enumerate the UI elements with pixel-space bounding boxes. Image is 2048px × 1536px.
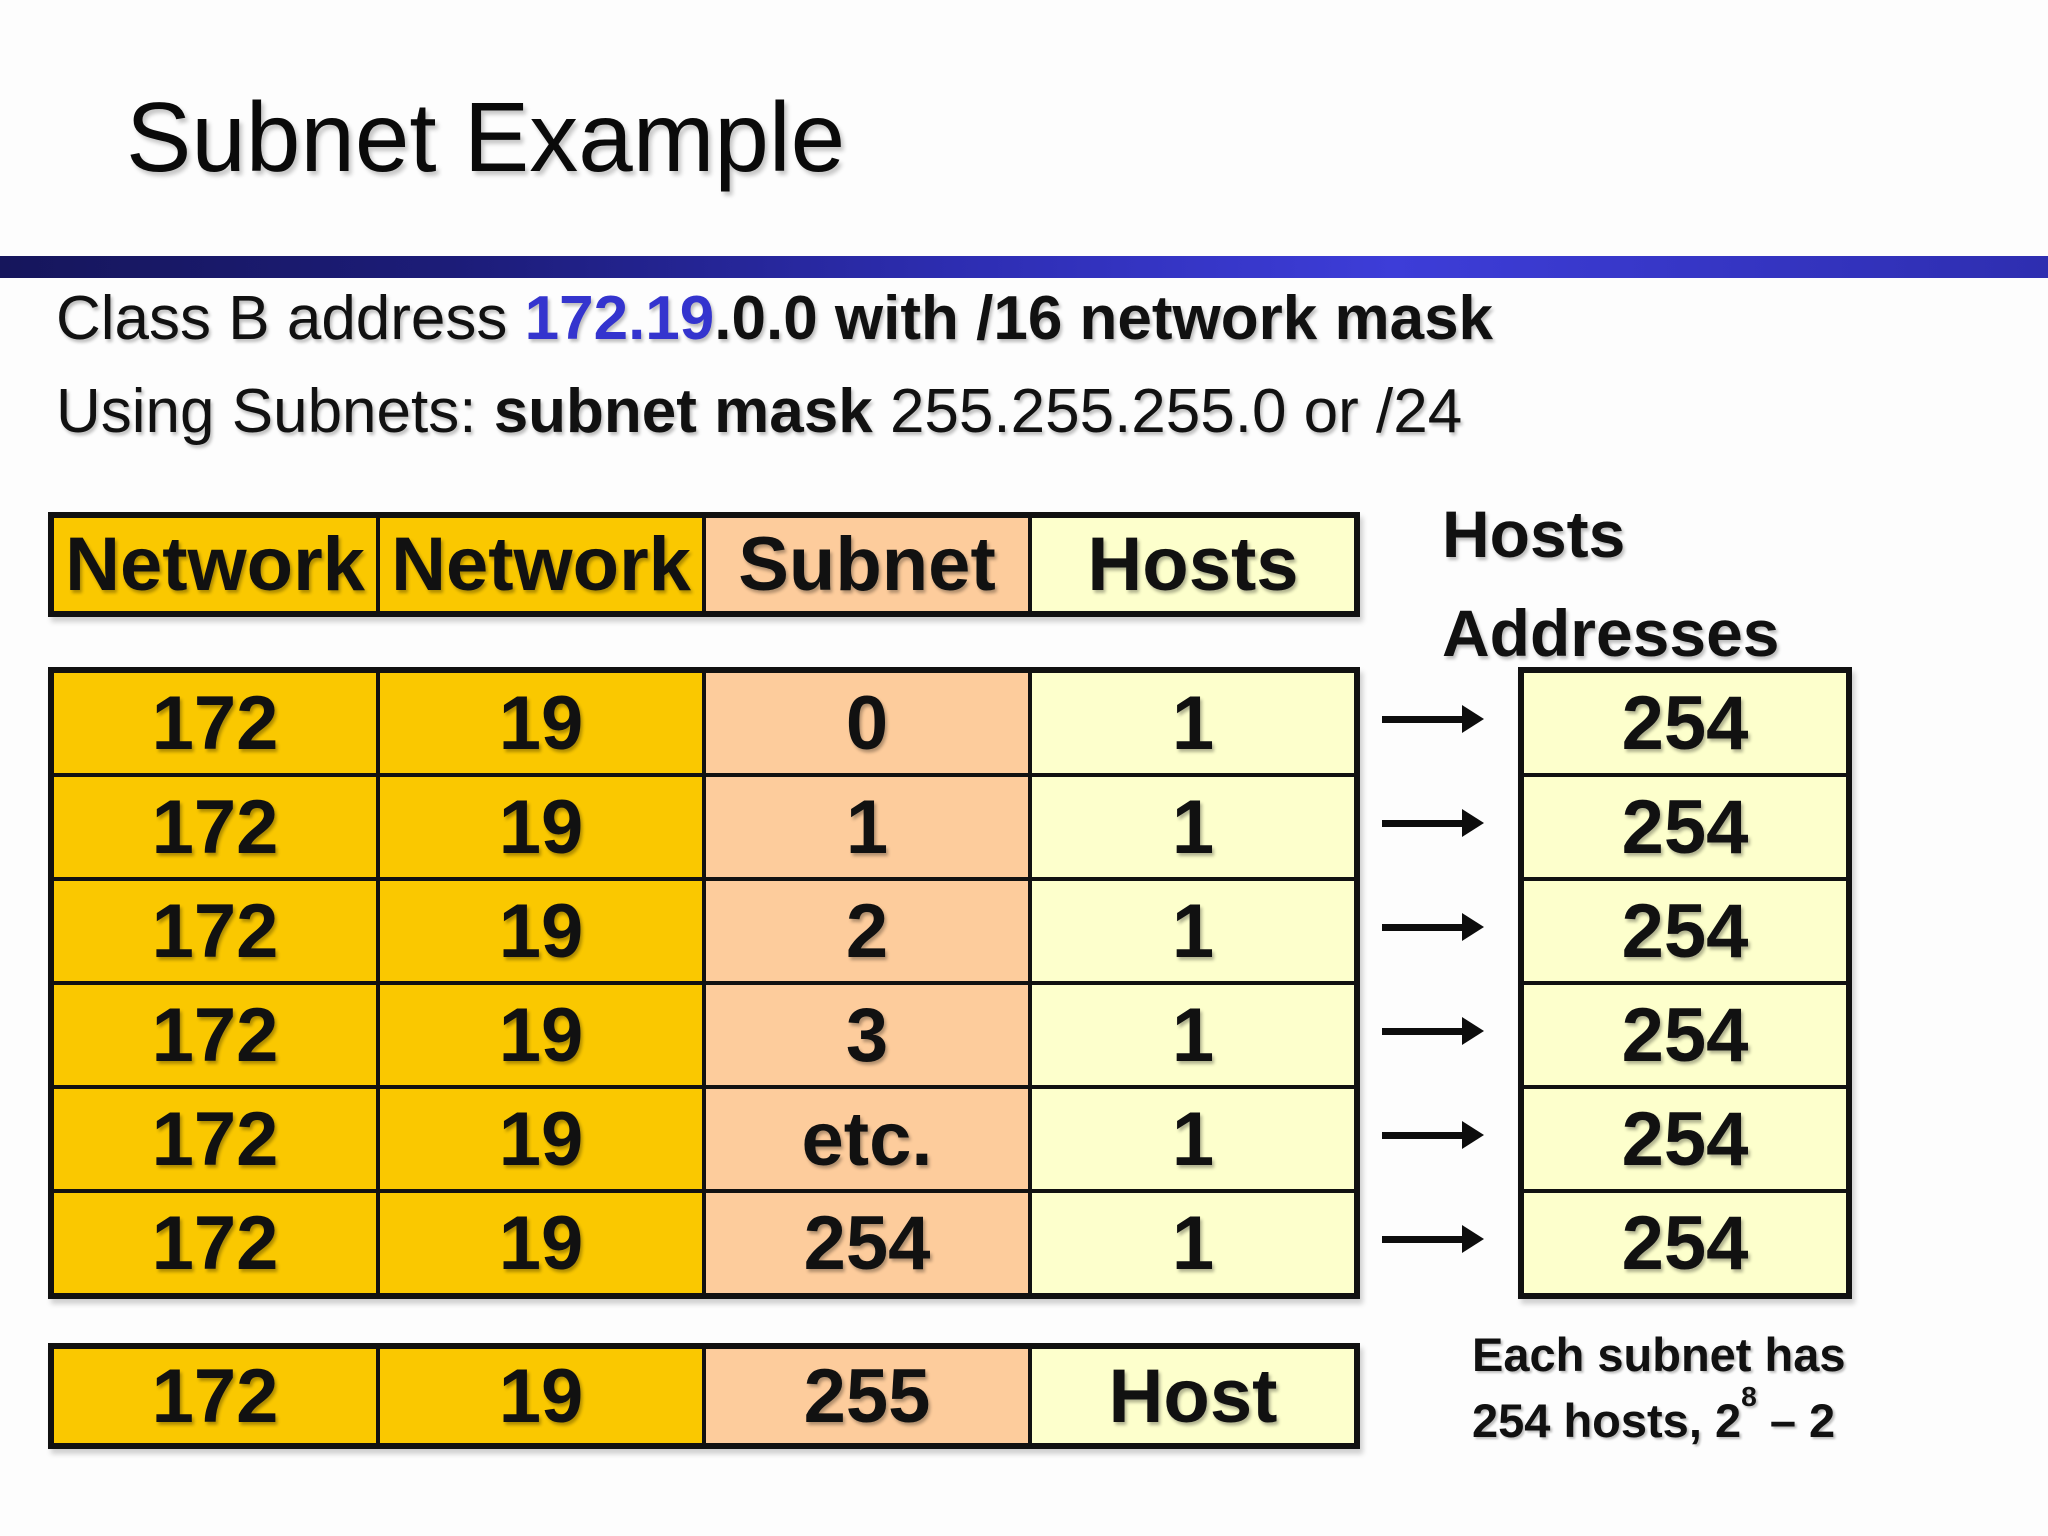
hosts-count-cell: 254 [1522, 879, 1848, 983]
arrow-right-icon [1382, 1017, 1484, 1045]
arrow-head [1462, 1017, 1484, 1045]
title-divider-bar [0, 256, 2048, 278]
table-row: 172 19 2 1 [52, 879, 1356, 983]
header-cell-hosts: Hosts [1030, 516, 1356, 613]
table-row: 172 19 255 Host [52, 1347, 1356, 1445]
hosts-count-row: 254 [1522, 671, 1848, 775]
arrow-right-icon [1382, 1121, 1484, 1149]
hosts-heading-line1: Hosts [1442, 497, 1626, 571]
table-cell: 1 [1030, 671, 1356, 775]
hosts-count-cell: 254 [1522, 1087, 1848, 1191]
caption-line2-suffix: – 2 [1756, 1393, 1836, 1447]
class-b-address-line: Class B address 172.19.0.0 with /16 netw… [56, 288, 1493, 350]
arrow-shaft [1382, 1236, 1464, 1243]
hosts-count-row: 254 [1522, 1087, 1848, 1191]
line2-bold-subnet-mask: subnet mask [493, 377, 890, 446]
table-cell: 172 [52, 879, 378, 983]
arrow-right-icon [1382, 809, 1484, 837]
table-row: 172 19 etc. 1 [52, 1087, 1356, 1191]
table-cell: 19 [378, 1087, 704, 1191]
hosts-count-row: 254 [1522, 1191, 1848, 1295]
line1-bold-rest: .0.0 with /16 network mask [714, 284, 1494, 353]
table-cell: 2 [704, 879, 1030, 983]
caption-exponent: 8 [1741, 1380, 1757, 1413]
arrow-shaft [1382, 924, 1464, 931]
table-cell: 255 [704, 1347, 1030, 1445]
table-row: 172 19 0 1 [52, 671, 1356, 775]
subnet-table-header: Network Network Subnet Hosts [48, 512, 1360, 617]
table-cell: 254 [704, 1191, 1030, 1295]
table-cell: 172 [52, 1191, 378, 1295]
table-cell: 172 [52, 1087, 378, 1191]
table-cell: 172 [52, 983, 378, 1087]
hosts-addresses-heading: Hosts Addresses [1442, 485, 1780, 683]
arrow-head [1462, 809, 1484, 837]
arrow-right-icon [1382, 1225, 1484, 1253]
arrow-shaft [1382, 1132, 1464, 1139]
caption-line2-prefix: 254 hosts, 2 [1472, 1393, 1742, 1447]
arrow-shaft [1382, 716, 1464, 723]
arrow-shaft [1382, 820, 1464, 827]
arrow-head [1462, 705, 1484, 733]
slide-title: Subnet Example [126, 82, 846, 192]
table-row: 172 19 1 1 [52, 775, 1356, 879]
hosts-count-cell: 254 [1522, 1191, 1848, 1295]
table-cell: 172 [52, 775, 378, 879]
hosts-count-cell: 254 [1522, 983, 1848, 1087]
arrow-shaft [1382, 1028, 1464, 1035]
table-cell: 0 [704, 671, 1030, 775]
table-cell: 19 [378, 983, 704, 1087]
subnet-hosts-caption: Each subnet has 254 hosts, 28 – 2 [1472, 1322, 1846, 1454]
hosts-count-cell: 254 [1522, 671, 1848, 775]
table-cell: Host [1030, 1347, 1356, 1445]
table-cell: 19 [378, 1347, 704, 1445]
header-cell-network-1: Network [52, 516, 378, 613]
arrow-head [1462, 1121, 1484, 1149]
table-cell: 1 [704, 775, 1030, 879]
header-cell-network-2: Network [378, 516, 704, 613]
hosts-count-cell: 254 [1522, 775, 1848, 879]
table-row: 172 19 254 1 [52, 1191, 1356, 1295]
subnet-table-body: 172 19 0 1 172 19 1 1 172 19 2 1 172 19 … [48, 667, 1360, 1299]
table-cell: etc. [704, 1087, 1030, 1191]
table-cell: 19 [378, 1191, 704, 1295]
table-cell: 172 [52, 671, 378, 775]
hosts-count-row: 254 [1522, 775, 1848, 879]
table-cell: 1 [1030, 775, 1356, 879]
table-cell: 3 [704, 983, 1030, 1087]
hosts-heading-line2: Addresses [1442, 596, 1780, 670]
subnet-255-row-table: 172 19 255 Host [48, 1343, 1360, 1449]
line2-rest-text: 255.255.255.0 or /24 [889, 377, 1463, 446]
table-cell: 172 [52, 1347, 378, 1445]
table-cell: 19 [378, 775, 704, 879]
using-subnets-line: Using Subnets: subnet mask 255.255.255.0… [56, 381, 1462, 443]
line1-blue-address: 172.19 [524, 284, 715, 353]
header-row: Network Network Subnet Hosts [52, 516, 1356, 613]
arrow-head [1462, 1225, 1484, 1253]
header-cell-subnet: Subnet [704, 516, 1030, 613]
line2-normal-text: Using Subnets: [56, 377, 494, 446]
caption-line1: Each subnet has [1472, 1328, 1846, 1381]
hosts-count-row: 254 [1522, 983, 1848, 1087]
hosts-count-row: 254 [1522, 879, 1848, 983]
table-row: 172 19 3 1 [52, 983, 1356, 1087]
arrow-right-icon [1382, 913, 1484, 941]
table-cell: 1 [1030, 983, 1356, 1087]
table-cell: 1 [1030, 1087, 1356, 1191]
caption-line2: 254 hosts, 28 – 2 [1472, 1380, 1846, 1454]
table-cell: 1 [1030, 879, 1356, 983]
line1-normal-text: Class B address [56, 284, 525, 353]
hosts-addresses-column: 254 254 254 254 254 254 [1518, 667, 1852, 1299]
arrow-right-icon [1382, 705, 1484, 733]
arrow-head [1462, 913, 1484, 941]
table-cell: 19 [378, 879, 704, 983]
table-cell: 1 [1030, 1191, 1356, 1295]
table-cell: 19 [378, 671, 704, 775]
